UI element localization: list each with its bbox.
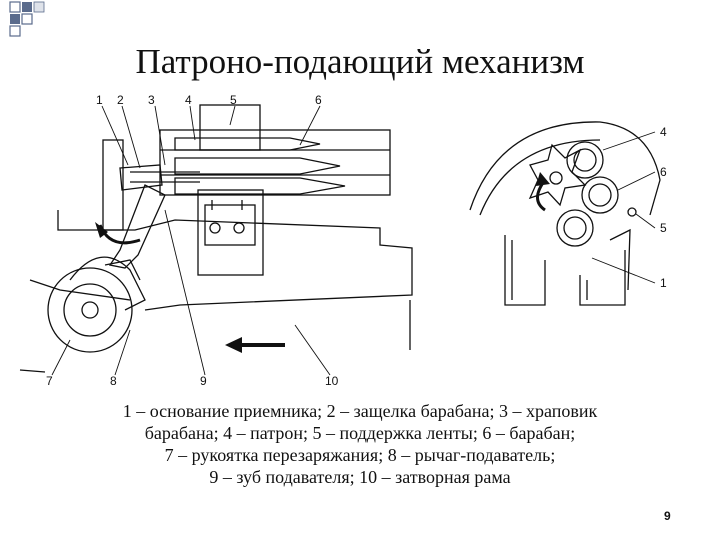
callout-4: 4 <box>185 93 192 107</box>
legend-line: 7 – рукоятка перезаряжания; 8 – рычаг-по… <box>164 445 556 465</box>
feed-mechanism-diagram: 1 2 3 4 5 6 7 8 9 10 4 6 5 1 <box>19 93 667 388</box>
legend-line: 9 – зуб подавателя; 10 – затворная рама <box>209 467 511 487</box>
legend-caption: 1 – основание приемника; 2 – защелка бар… <box>70 400 650 488</box>
callout-7: 7 <box>46 374 53 388</box>
callout-1: 1 <box>96 93 103 107</box>
page-number: 9 <box>664 509 671 523</box>
callout-3: 3 <box>148 93 155 107</box>
legend-line: барабана; 4 – патрон; 5 – поддержка лент… <box>144 423 576 443</box>
callout-5: 5 <box>230 93 237 107</box>
legend-line: 1 – основание приемника; 2 – защелка бар… <box>122 401 598 421</box>
slide-title: Патроно-подающий механизм <box>135 42 585 81</box>
callout-8: 8 <box>110 374 117 388</box>
callout-10: 10 <box>325 374 339 388</box>
callout-right-4: 4 <box>660 125 667 139</box>
callout-right-1: 1 <box>660 276 667 290</box>
callout-6: 6 <box>315 93 322 107</box>
callout-2: 2 <box>117 93 124 107</box>
callout-9: 9 <box>200 374 207 388</box>
callout-right-6: 6 <box>660 165 667 179</box>
decorative-squares <box>9 1 45 37</box>
callout-right-5: 5 <box>660 221 667 235</box>
